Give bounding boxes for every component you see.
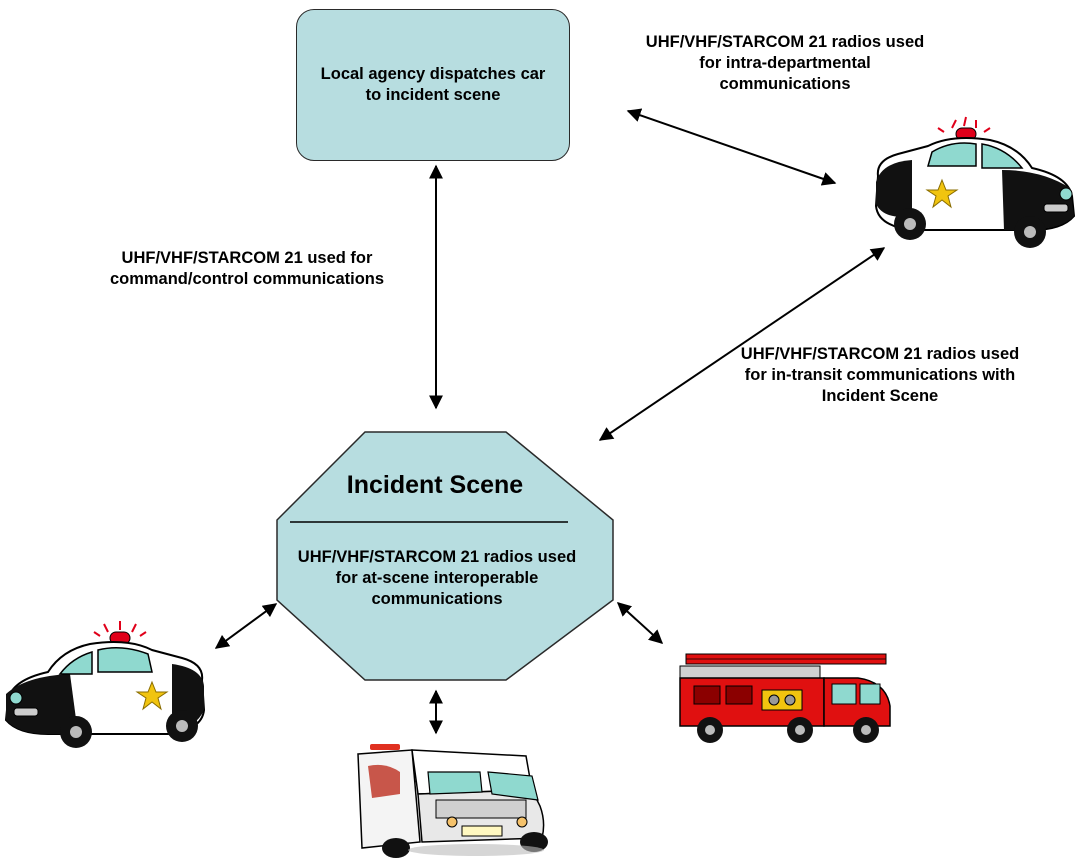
police-car-icon [874,116,1076,248]
incident-scene-subtitle: UHF/VHF/STARCOM 21 radios used for at-sc… [297,548,577,608]
incident-scene-octagon [276,431,614,681]
incident-scene-title: Incident Scene [346,471,524,499]
command-control-label: UHF/VHF/STARCOM 21 used for command/cont… [109,249,385,288]
police-car-icon [4,621,206,748]
dispatch-box: Local agency dispatches car to incident … [296,9,570,161]
fire-truck-icon [679,653,891,743]
ambulance-icon [357,744,548,858]
arrow-incident-police-car-left [214,603,278,649]
intra-departmental-label: UHF/VHF/STARCOM 21 radios used for intra… [645,33,925,93]
arrow-incident-fire-truck [616,602,664,644]
arrow-incident-police-car-transit [598,247,886,441]
dispatch-box-text: Local agency dispatches car to incident … [320,65,546,104]
arrow-dispatch-police-car [626,108,837,186]
